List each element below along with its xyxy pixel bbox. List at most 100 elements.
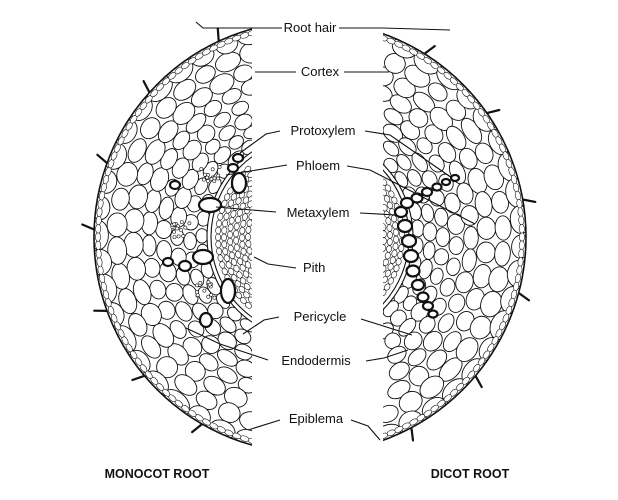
stele-cell — [221, 233, 227, 242]
monocot-root-section — [81, 23, 265, 459]
phloem-cell — [176, 234, 181, 239]
root-hair-leader-left — [195, 21, 282, 29]
label-cortex: Cortex — [255, 64, 389, 79]
cortex-cell — [216, 366, 238, 384]
cortex-cell — [456, 182, 474, 205]
stele-cell — [215, 226, 222, 235]
cortex-cell — [476, 241, 496, 264]
root-hair — [96, 153, 109, 165]
pericycle-leader-left — [242, 316, 280, 335]
epiblema-label: Epiblema — [289, 411, 344, 426]
stele-cell — [393, 235, 399, 244]
root-hair — [258, 448, 265, 459]
cortex-cell — [141, 335, 162, 359]
stele-cell — [215, 240, 222, 249]
stele-cell — [227, 237, 234, 246]
phloem-cell — [198, 280, 203, 285]
stele-cell — [242, 196, 250, 204]
phloem-cell — [203, 172, 207, 177]
cortex-cell — [448, 236, 464, 255]
label-pericycle: Pericycle — [242, 309, 413, 336]
cortex-cell — [217, 349, 238, 367]
cortex-cell — [155, 97, 177, 119]
label-protoxylem: Protoxylem — [239, 123, 453, 179]
label-root-hair: Root hair — [195, 20, 451, 35]
xylem-vessel — [230, 171, 248, 195]
stele-cell — [383, 276, 388, 284]
xylem-vessel — [399, 196, 415, 210]
cortex-cell — [111, 187, 130, 211]
label-metaxylem: Metaxylem — [215, 205, 397, 220]
stele-cell — [227, 230, 233, 239]
monocot-endodermis-ring — [206, 151, 252, 323]
cortex-cell — [463, 226, 479, 250]
cortex-cell — [422, 241, 436, 260]
cortex-cell — [128, 313, 148, 337]
cortex-cell — [219, 316, 237, 333]
cortex-cell — [494, 241, 511, 267]
label-epiblema: Epiblema — [247, 411, 381, 441]
stele-cell — [242, 270, 250, 278]
endodermis-label: Endodermis — [281, 353, 351, 368]
protoxylem-label: Protoxylem — [290, 123, 355, 138]
xylem-vessel — [219, 277, 237, 305]
cortex-cell — [231, 100, 249, 116]
epiblema-leader-right — [350, 419, 381, 441]
cortex-cell — [419, 375, 445, 399]
phloem-cell — [212, 176, 217, 181]
label-endodermis: Endodermis — [185, 327, 409, 368]
stele-cell — [221, 240, 228, 249]
monocot-epiblema-outline — [93, 28, 252, 446]
phloem-leader-right — [346, 165, 476, 225]
epiblema-cell — [95, 248, 102, 259]
epiblema-cell — [518, 215, 525, 226]
cortex-cell — [474, 142, 494, 164]
cortex-cell — [201, 335, 221, 354]
stele-cell — [233, 236, 240, 245]
root-hair — [474, 374, 483, 389]
cortex-cell — [403, 331, 423, 351]
protoxylem-leader-left — [239, 130, 281, 154]
phloem-cell — [209, 177, 214, 181]
epiblema-leader-left — [247, 419, 281, 431]
cortex-cell — [444, 192, 461, 214]
xylem-vessel — [420, 186, 434, 198]
cortex-cell — [228, 135, 244, 150]
cortex-cell — [197, 286, 213, 304]
stele-cell — [233, 229, 240, 238]
stele-cell — [246, 190, 252, 198]
cortex-cell — [446, 257, 461, 276]
epiblema-cell — [247, 29, 252, 37]
cortex-cell — [422, 222, 438, 242]
metaxylem-leader-left — [215, 206, 277, 213]
stele-cell — [383, 230, 387, 238]
dicot-caption: DICOT ROOT — [431, 467, 510, 481]
metaxylem-label: Metaxylem — [287, 205, 350, 220]
phloem-cell — [172, 222, 177, 227]
xylem-vessel — [421, 300, 435, 312]
cortex-cell — [116, 162, 139, 187]
xylem-vessel — [410, 278, 426, 292]
epiblema-cell — [95, 215, 102, 226]
phloem-cell — [187, 221, 192, 226]
root-hair — [410, 426, 415, 442]
phloem-cell — [205, 179, 210, 183]
root-hair — [353, 448, 355, 461]
phloem-label: Phloem — [296, 158, 340, 173]
cortex-cell — [461, 248, 477, 273]
epiblema-cell — [518, 240, 525, 251]
pith-label: Pith — [303, 260, 325, 275]
cortex-cell — [480, 290, 503, 318]
cortex-cell — [476, 216, 497, 240]
xylem-vessel — [416, 291, 430, 303]
root-hair — [142, 79, 151, 94]
cortex-cell — [439, 278, 456, 297]
cortex-cell — [437, 313, 455, 333]
phloem-cell — [206, 280, 211, 284]
epiblema-cell — [383, 432, 389, 440]
cortex-cell — [407, 348, 427, 367]
cortex-cell — [234, 328, 252, 345]
root-hair — [521, 198, 537, 203]
epiblema-cell — [95, 223, 102, 234]
